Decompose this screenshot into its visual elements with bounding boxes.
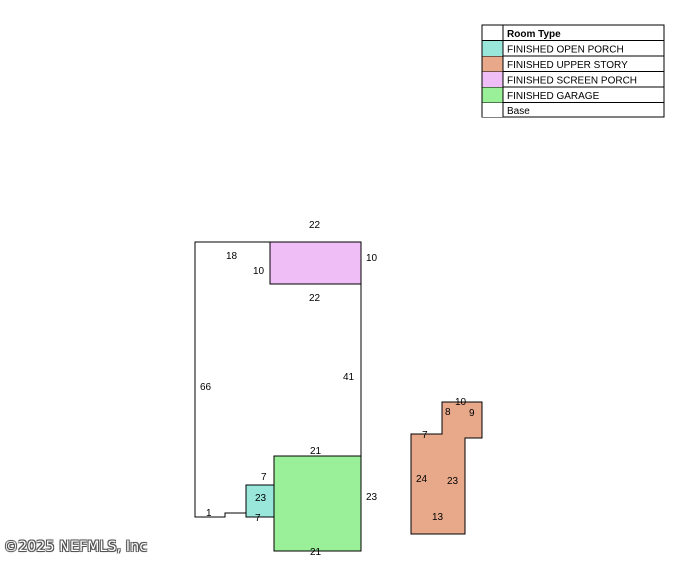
screen-porch-dim-left: 10	[253, 266, 265, 277]
upper-story-dim-bottom: 13	[432, 512, 444, 523]
legend-header: Room Type	[507, 29, 561, 40]
legend-label-upper-story: FINISHED UPPER STORY	[507, 60, 628, 71]
upper-story-dim-top: 10	[455, 397, 467, 408]
upper-story-dim-step-inner: 8	[445, 407, 451, 418]
garage-dim-right: 23	[366, 492, 378, 503]
legend-label-open-porch: FINISHED OPEN PORCH	[507, 45, 624, 56]
upper-story-dim-left-side: 24	[416, 474, 428, 485]
legend-swatch-open-porch	[482, 41, 503, 56]
garage-area	[273, 455, 362, 552]
copyright-watermark: ©2025 NEFMLS, Inc	[4, 539, 148, 555]
upper-story-area	[410, 401, 483, 535]
upper-story-dim-step-right: 9	[469, 408, 475, 419]
upper-story-dim-middle: 23	[447, 476, 459, 487]
garage-dim-bottom: 21	[310, 547, 322, 558]
open-porch-area	[245, 484, 275, 518]
base-dim-right: 41	[343, 372, 355, 383]
legend: Room Type FINISHED OPEN PORCH FINISHED U…	[481, 24, 665, 118]
screen-porch-dim-top: 22	[309, 220, 321, 231]
legend-label-base: Base	[507, 106, 530, 117]
legend-label-screen-porch: FINISHED SCREEN PORCH	[507, 76, 637, 87]
open-porch-dim-top: 7	[261, 472, 267, 483]
screen-porch-dim-bottom: 22	[309, 293, 321, 304]
garage-dim-top: 21	[310, 446, 322, 457]
base-dim-left: 66	[200, 382, 212, 393]
screen-porch-dim-right: 10	[366, 253, 378, 264]
screen-porch-area	[269, 241, 362, 285]
legend-label-garage: FINISHED GARAGE	[507, 91, 600, 102]
open-porch-dim-bottom: 7	[255, 513, 261, 524]
legend-swatch-garage	[482, 87, 503, 103]
base-dim-top-left: 18	[226, 251, 238, 262]
legend-swatch-screen-porch	[482, 72, 503, 87]
legend-swatch-upper-story	[482, 56, 503, 72]
base-dim-bottom-left: 1	[206, 508, 212, 519]
legend-swatch-base	[482, 103, 503, 117]
upper-story-dim-left-ledge: 7	[422, 430, 428, 441]
open-porch-dim-middle: 23	[255, 493, 267, 504]
